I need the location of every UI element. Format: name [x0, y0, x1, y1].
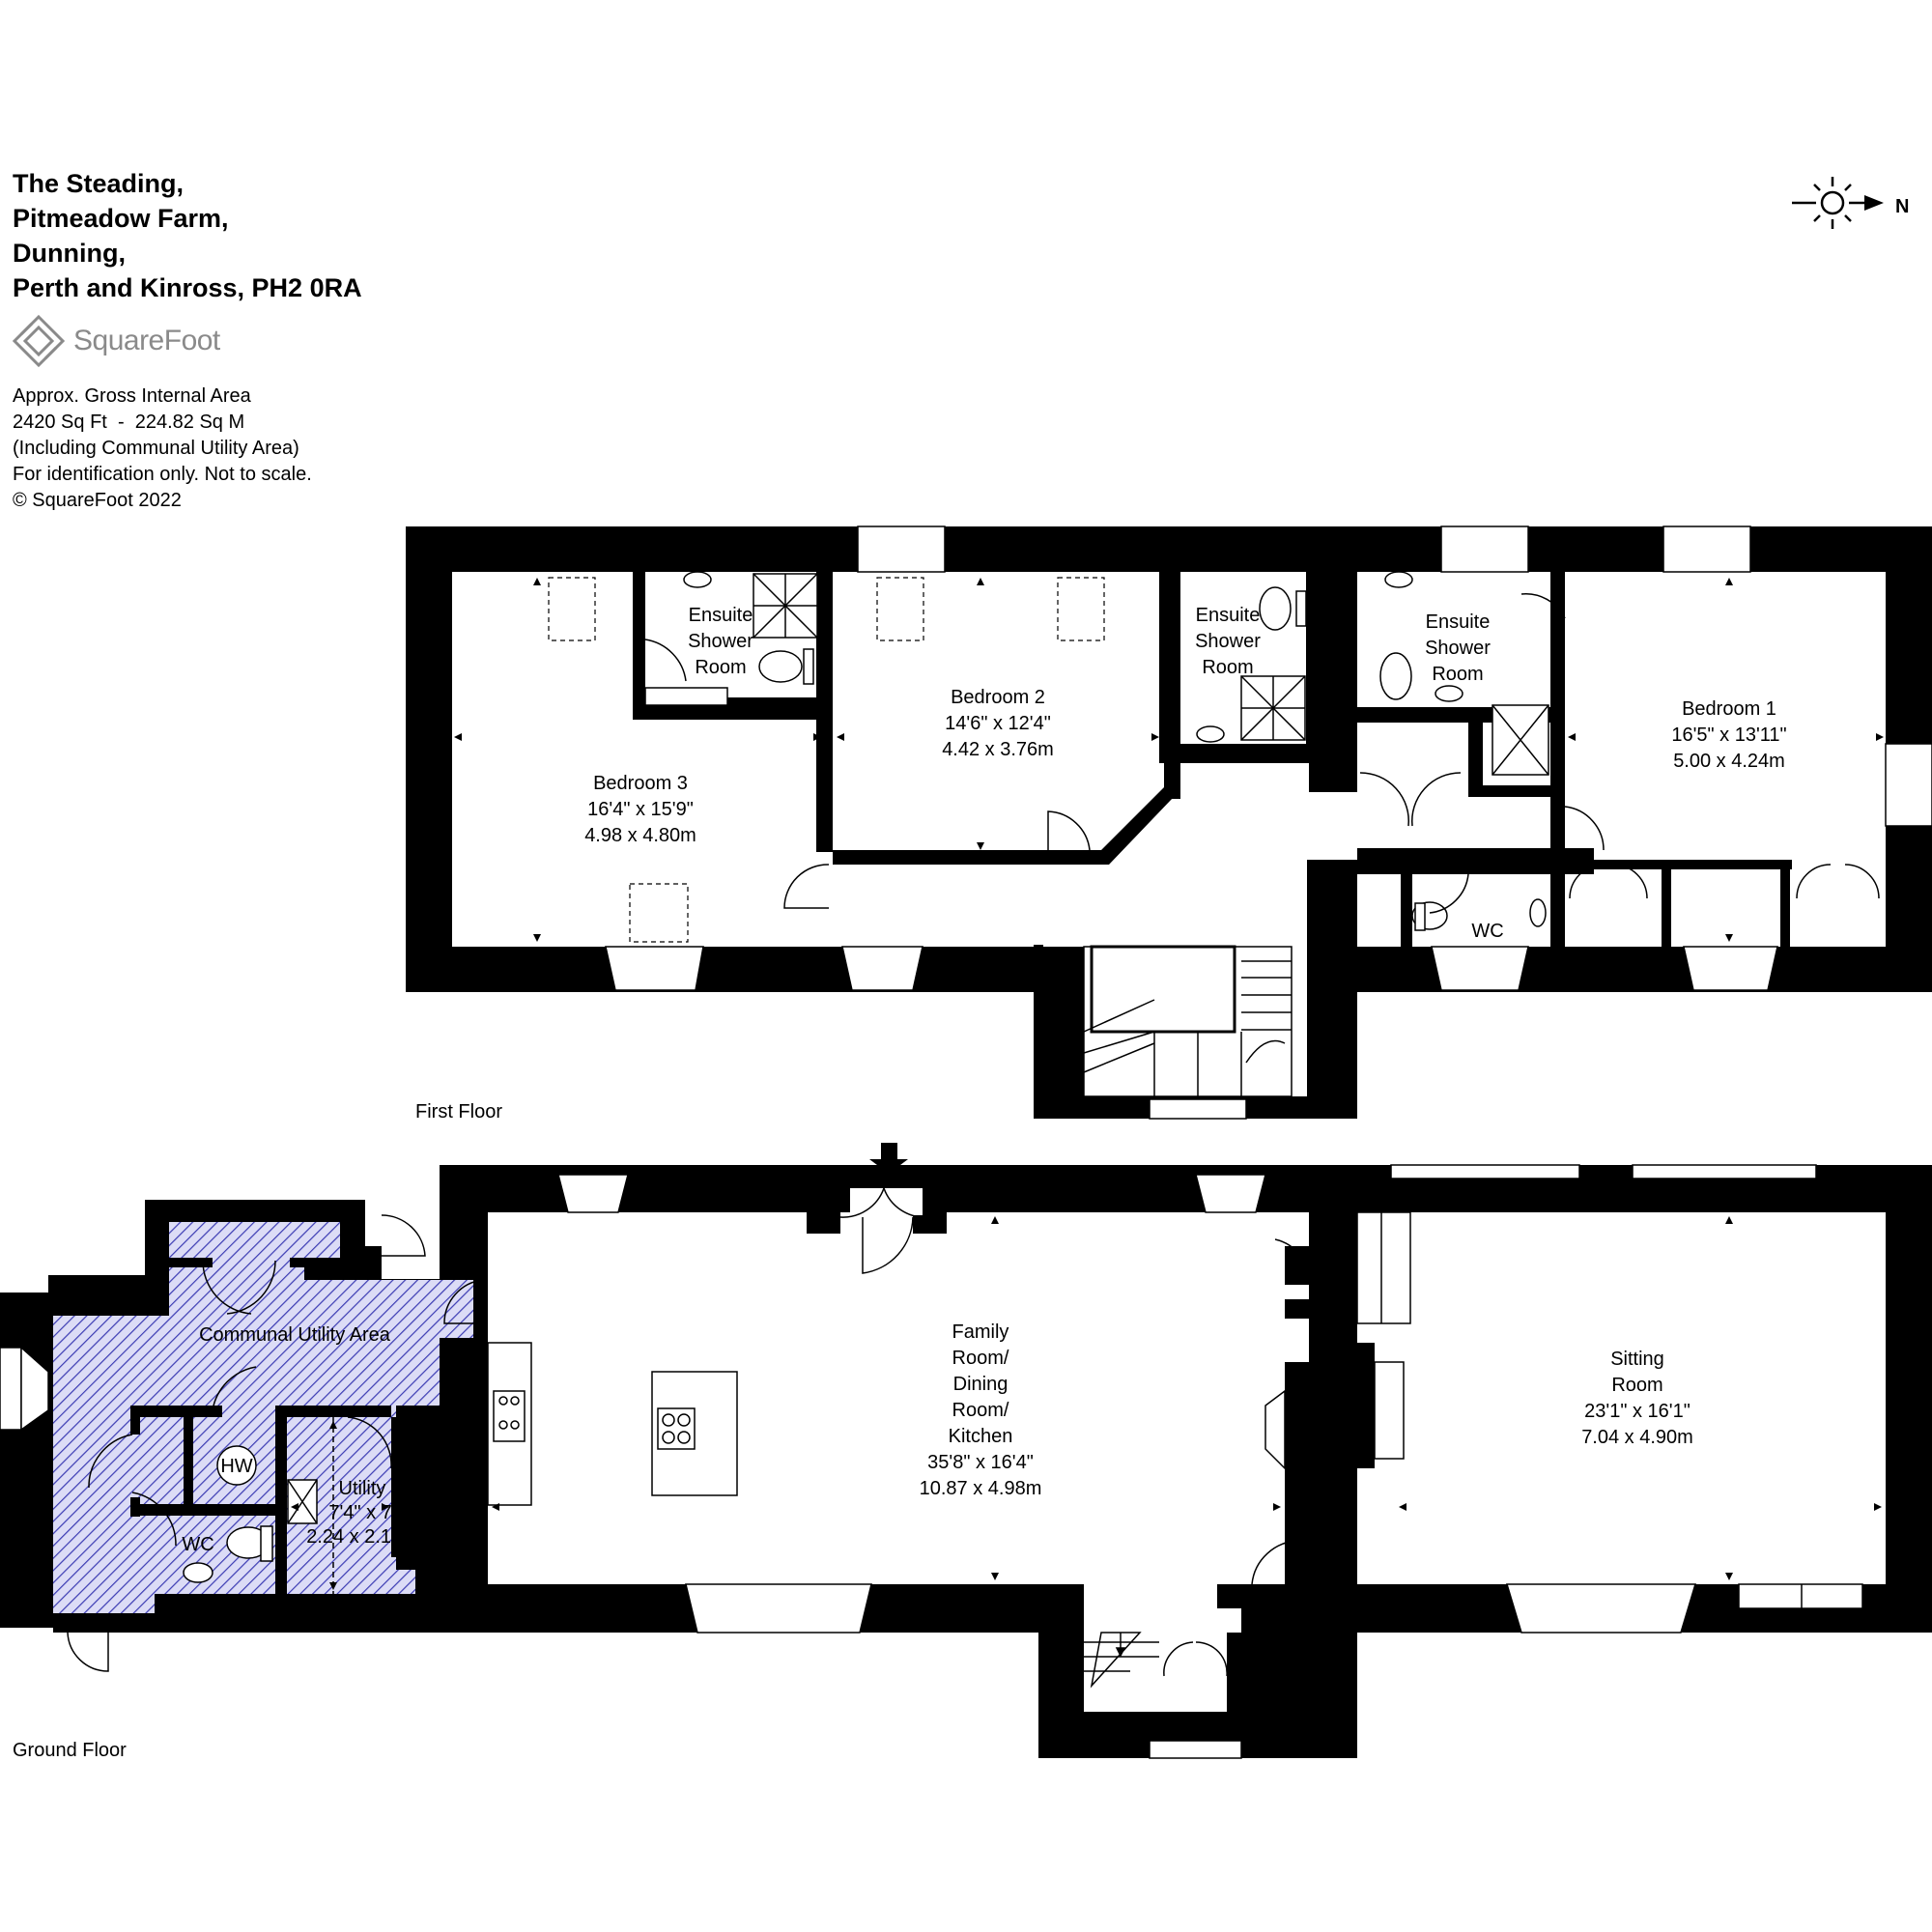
bedroom-1-name: Bedroom 1 [1682, 698, 1776, 720]
hob-icon [657, 1407, 696, 1450]
wc-ground-label: WC [182, 1534, 213, 1555]
utility-name: Utility [339, 1478, 386, 1499]
sitting-room-label: Sitting [1610, 1349, 1664, 1370]
address-line-3: Dunning, [13, 239, 126, 268]
family-room-label: Room/ [952, 1348, 1009, 1369]
brand-name: SquareFoot [73, 325, 220, 356]
address-line-1: The Steading, [13, 169, 185, 198]
ground-floor-doors [67, 1187, 1310, 1689]
area-info: Approx. Gross Internal Area 2420 Sq Ft -… [13, 384, 312, 514]
info-line: (Including Communal Utility Area) [13, 438, 299, 459]
first-floor-fixtures [644, 571, 1549, 931]
skylights [548, 577, 1105, 943]
ground-floor-label: Ground Floor [13, 1740, 127, 1761]
hot-water-cylinder-icon [216, 1445, 257, 1486]
bedroom-1-imperial: 16'5" x 13'11" [1671, 724, 1786, 746]
north-arrow-icon [1864, 195, 1884, 211]
family-room-imperial: 35'8" x 16'4" [927, 1452, 1034, 1473]
first-floor-windows [605, 526, 1932, 1120]
compass-label: N [1895, 196, 1909, 217]
compass-icon [1792, 177, 1867, 229]
family-room-label: Room/ [952, 1400, 1009, 1421]
ensuite-mid-label: Shower [1195, 631, 1261, 652]
address-line-2: Pitmeadow Farm, [13, 204, 229, 233]
kitchen-fixtures [487, 1342, 738, 1506]
ensuite-mid-label: Ensuite [1196, 605, 1261, 626]
communal-utility-label: Communal Utility Area [199, 1324, 391, 1346]
bedroom-2-name: Bedroom 2 [951, 687, 1045, 708]
sitting-room-metric: 7.04 x 4.90m [1581, 1427, 1693, 1448]
ensuite-left-label: Ensuite [689, 605, 753, 626]
dimension-markers [454, 578, 1884, 942]
property-address: The Steading, Pitmeadow Farm, Dunning, P… [13, 166, 362, 305]
utility-fixtures [183, 1417, 334, 1594]
ensuite-mid-label: Room [1202, 657, 1253, 678]
bedroom-3-metric: 4.98 x 4.80m [584, 825, 696, 846]
utility-metric: 2.24 x 2.13m [306, 1526, 418, 1548]
utility-imperial: 7'4" x 7' [328, 1502, 395, 1523]
ensuite-right-label: Room [1432, 664, 1483, 685]
family-room-label: Kitchen [949, 1426, 1013, 1447]
bedroom-2-imperial: 14'6" x 12'4" [945, 713, 1051, 734]
hw-label: HW [220, 1456, 252, 1477]
family-room-metric: 10.87 x 4.98m [920, 1478, 1042, 1499]
entrance-arrow-icon [869, 1143, 908, 1174]
ensuite-left-label: Shower [688, 631, 753, 652]
squarefoot-logo-icon [12, 314, 66, 368]
ground-floor-stairs [1084, 1633, 1159, 1672]
family-room-label: Family [952, 1321, 1009, 1343]
first-floor-labels: Bedroom 3 16'4" x 15'9" 4.98 x 4.80m Ens… [415, 605, 1787, 1122]
wc-first-label: WC [1471, 921, 1503, 942]
bedroom-3-imperial: 16'4" x 15'9" [587, 799, 694, 820]
family-room-label: Dining [953, 1374, 1009, 1395]
ensuite-right-label: Shower [1425, 638, 1491, 659]
first-floor-doors [644, 593, 1880, 914]
info-line: For identification only. Not to scale. [13, 464, 312, 485]
ensuite-left-label: Room [695, 657, 746, 678]
info-line: Approx. Gross Internal Area [13, 385, 251, 407]
sitting-room-imperial: 23'1" x 16'1" [1584, 1401, 1690, 1422]
address-line-4: Perth and Kinross, PH2 0RA [13, 273, 362, 302]
first-floor-stairs [1083, 945, 1293, 1097]
first-floor-label: First Floor [415, 1101, 502, 1122]
ground-floor-labels: Communal Utility Area HW WC Utility 7'4"… [13, 1321, 1693, 1761]
ensuite-right-label: Ensuite [1426, 611, 1491, 633]
ground-floor-windows [0, 1164, 1863, 1759]
brand-logo: SquareFoot [12, 314, 220, 368]
ground-floor [0, 1165, 1932, 1758]
bedroom-2-metric: 4.42 x 3.76m [942, 739, 1054, 760]
sitting-room-label: Room [1611, 1375, 1662, 1396]
info-line: © SquareFoot 2022 [13, 490, 182, 511]
ground-dimension-markers [291, 1216, 1882, 1590]
bedroom-1-metric: 5.00 x 4.24m [1673, 751, 1785, 772]
bedroom-3-name: Bedroom 3 [593, 773, 688, 794]
info-line: 2420 Sq Ft - 224.82 Sq M [13, 412, 245, 433]
